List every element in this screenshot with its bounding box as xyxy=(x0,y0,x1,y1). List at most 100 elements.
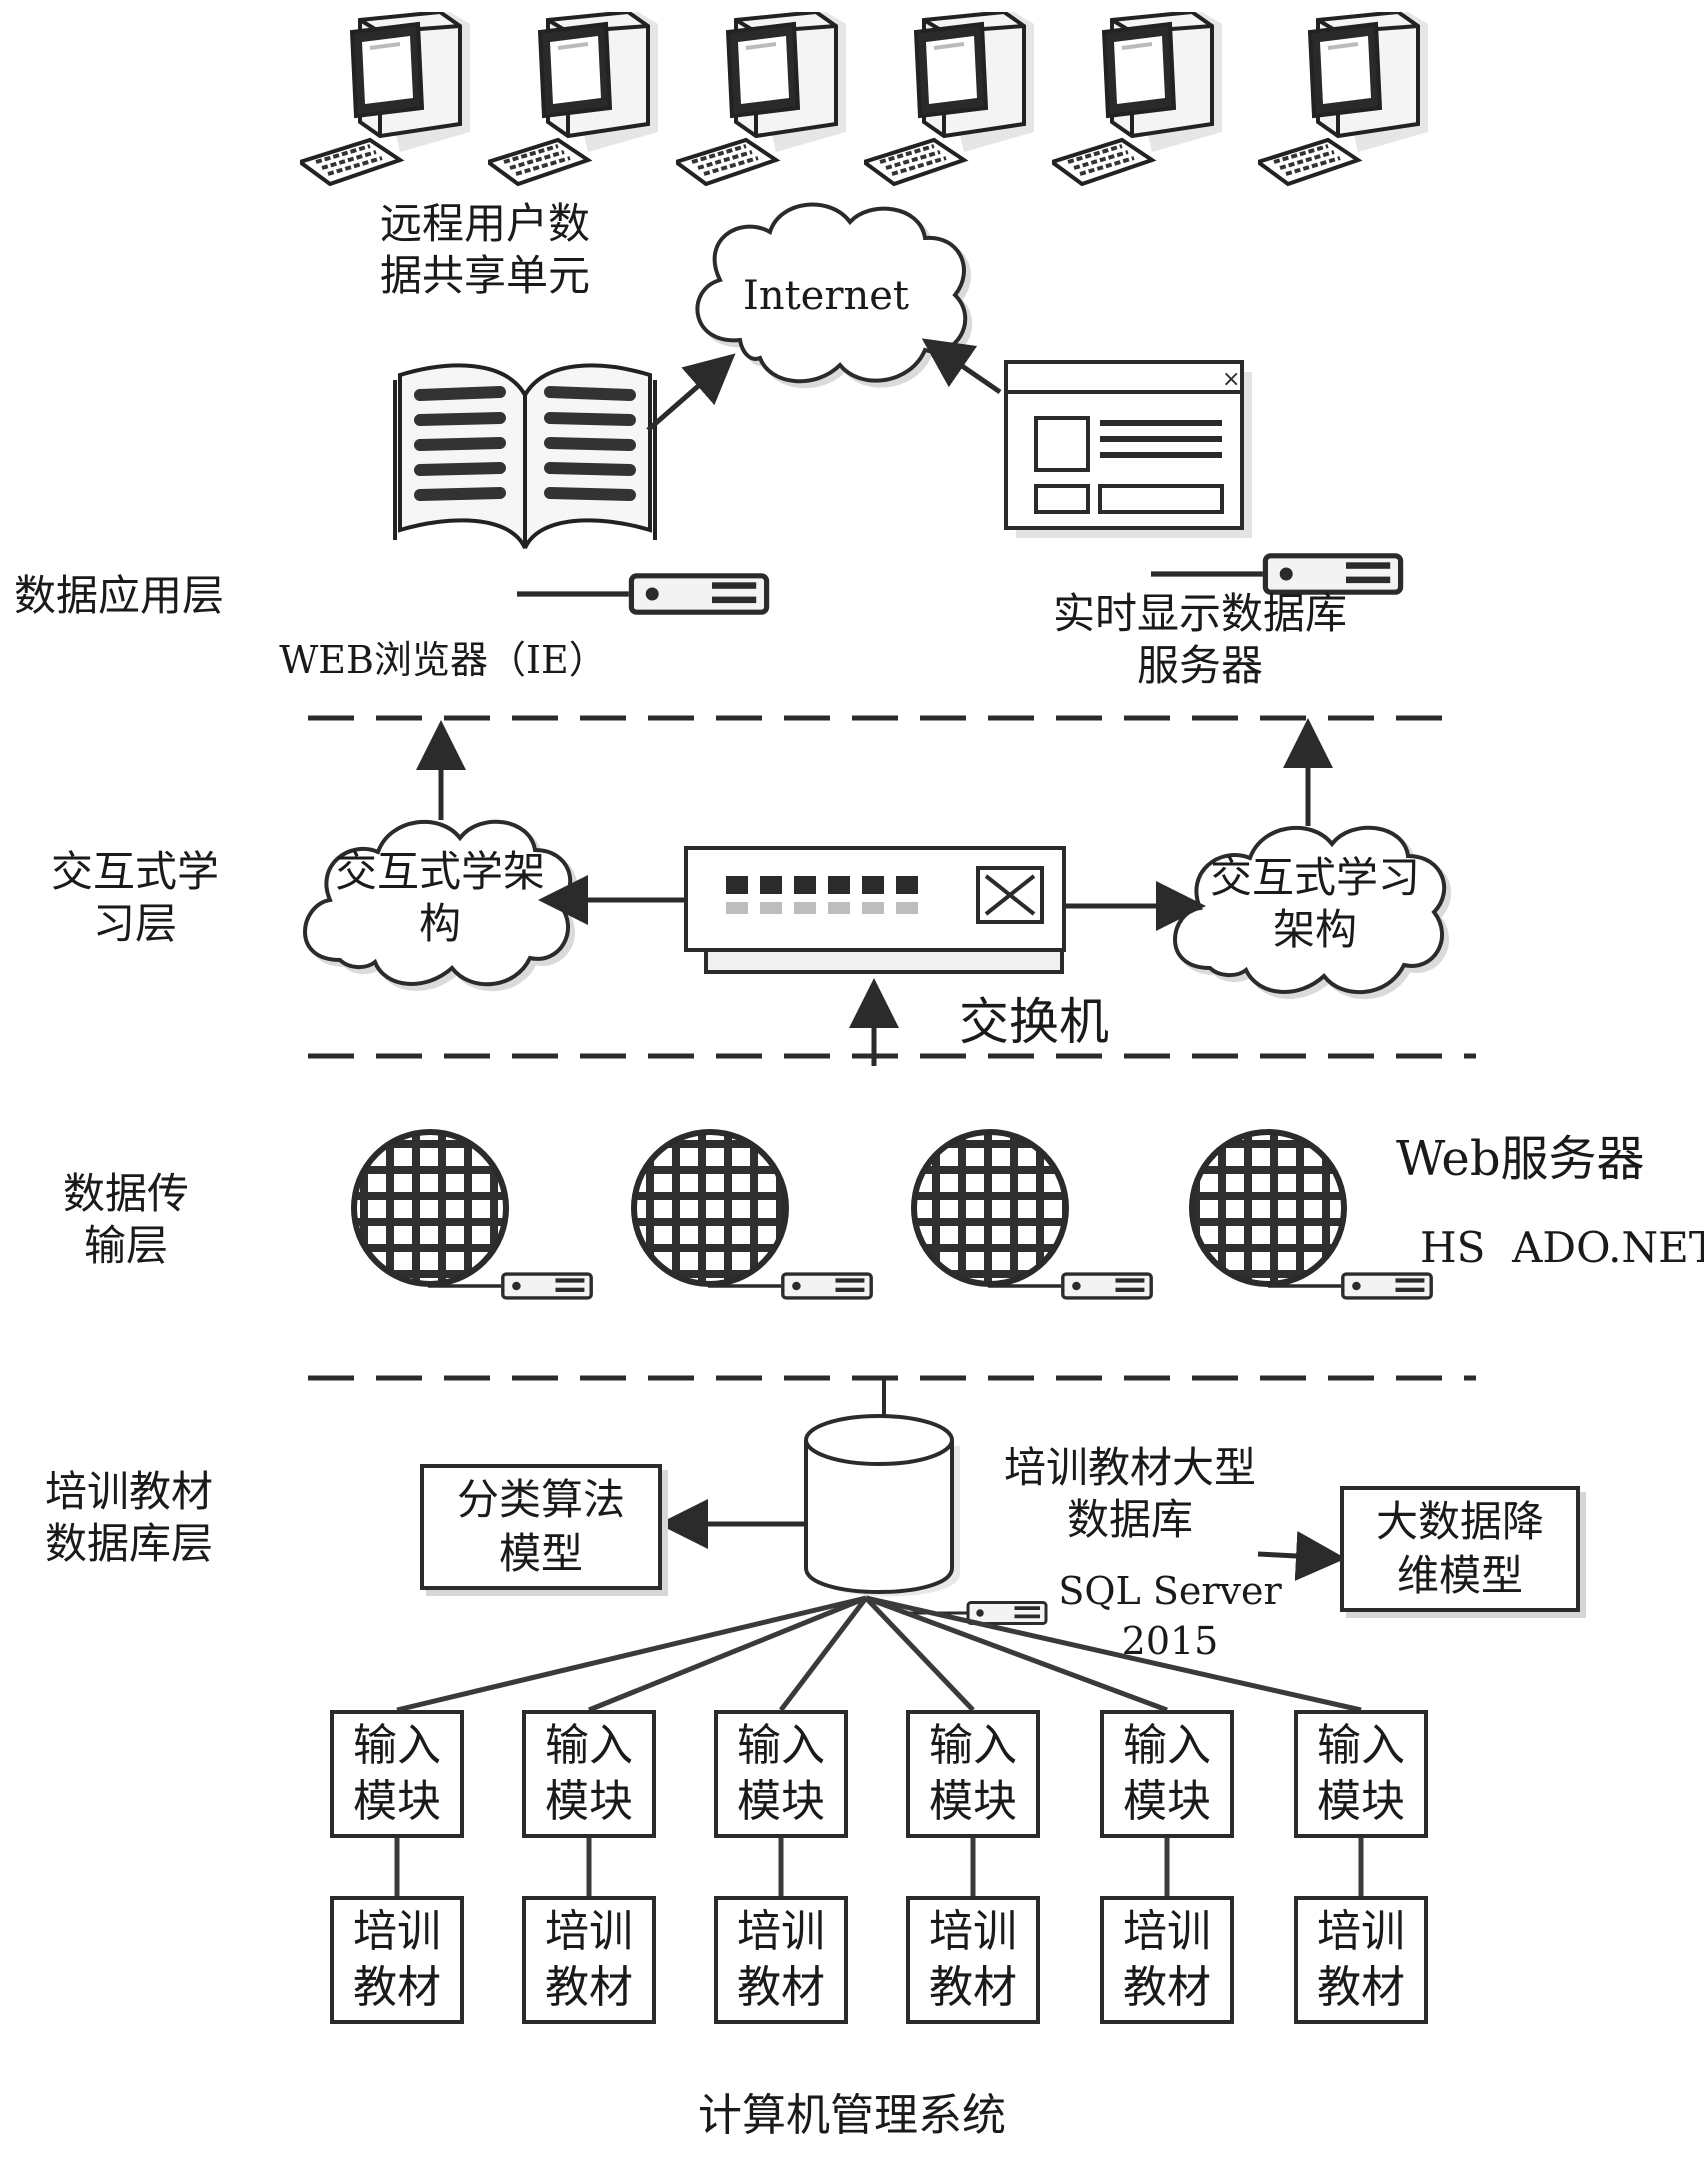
module-text-line: 输入 xyxy=(353,1720,441,1771)
module-text-line: 培训 xyxy=(929,1906,1017,1957)
arrow-server-to-internet xyxy=(921,338,1002,395)
module-text-line: 培训 xyxy=(353,1906,441,1957)
box-line: 大数据降 xyxy=(1375,1497,1544,1546)
fan-out-line xyxy=(865,1595,1362,1713)
input-module-box: 输入模块 xyxy=(522,1710,656,1838)
module-text-line: 模块 xyxy=(1317,1776,1405,1827)
server-window-icon: × xyxy=(1004,360,1252,538)
remote-users-label: 远程用户数 据共享单元 xyxy=(360,198,610,302)
layer-label-interactive: 交互式学 习层 xyxy=(40,846,230,950)
module-text-line: 输入 xyxy=(545,1720,633,1771)
training-material-box: 培训教材 xyxy=(1294,1896,1428,2024)
training-material-box: 培训教材 xyxy=(714,1896,848,2024)
computer-icon xyxy=(864,12,1036,186)
fan-out-line xyxy=(779,1596,868,1712)
input-module-box: 输入模块 xyxy=(906,1710,1040,1838)
database-cylinder-icon xyxy=(804,1414,960,1597)
module-text-line: 输入 xyxy=(929,1720,1017,1771)
ado-net-label: HS ADO.NET xyxy=(1420,1223,1704,1272)
module-text-line: 教材 xyxy=(353,1962,441,2013)
computer-icon xyxy=(676,12,848,186)
training-material-box: 培训教材 xyxy=(330,1896,464,2024)
layer-label-line: 数据库层 xyxy=(44,1519,213,1568)
module-text-line: 培训 xyxy=(545,1906,633,1957)
label-line: SQL Server xyxy=(1058,1569,1282,1613)
classify-model-box: 分类算法 模型 xyxy=(420,1464,662,1590)
computer-icon xyxy=(1052,12,1224,186)
module-text-line: 教材 xyxy=(1317,1962,1405,2013)
interactive-cloud-right-icon xyxy=(1173,825,1447,995)
reduce-model-box: 大数据降 维模型 xyxy=(1340,1486,1580,1612)
label-line: 培训教材大型 xyxy=(1003,1443,1256,1492)
network-adapter-icon xyxy=(1151,556,1401,592)
training-material-box: 培训教材 xyxy=(522,1896,656,2024)
module-text-line: 模块 xyxy=(929,1776,1017,1827)
box-line: 维模型 xyxy=(1396,1551,1523,1600)
label-line: 据共享单元 xyxy=(379,251,590,300)
rt-server-label: 实时显示数据库 服务器 xyxy=(1040,588,1360,692)
fan-out-line xyxy=(396,1595,867,1713)
computer-icon xyxy=(300,12,472,186)
footer-caption: 计算机管理系统 xyxy=(698,2090,1006,2141)
switch-icon xyxy=(684,846,1066,974)
globe-icon xyxy=(351,1129,509,1287)
fan-out-line xyxy=(588,1595,867,1713)
input-module-box: 输入模块 xyxy=(714,1710,848,1838)
label-line: 服务器 xyxy=(1136,641,1263,690)
layer-label-line: 习层 xyxy=(92,899,177,948)
layer-label-database: 培训教材 数据库层 xyxy=(34,1466,224,1570)
module-text-line: 模块 xyxy=(353,1776,441,1827)
computer-icon xyxy=(488,12,660,186)
web-server-label: Web服务器 xyxy=(1396,1131,1645,1187)
label-line: 交互式学习 xyxy=(1209,853,1420,902)
globe-icon xyxy=(1189,1129,1347,1287)
layer-label-line: 数据传 xyxy=(62,1169,189,1218)
label-line: 交互式学架 xyxy=(334,847,545,896)
layer-label-application: 数据应用层 xyxy=(14,571,225,620)
computer-icon xyxy=(1258,12,1430,186)
module-connectors xyxy=(394,1595,1364,1896)
module-text-line: 培训 xyxy=(1123,1906,1211,1957)
internet-label: Internet xyxy=(743,273,909,319)
box-line: 分类算法 xyxy=(456,1475,625,1524)
module-text-line: 模块 xyxy=(1123,1776,1211,1827)
svg-text:×: × xyxy=(1222,367,1240,392)
label-line: 数据库 xyxy=(1066,1495,1193,1544)
sql-server-label: SQL Server 2015 xyxy=(1050,1566,1290,1666)
module-text-line: 输入 xyxy=(1317,1720,1405,1771)
cloud-left-label: 交互式学架 构 xyxy=(330,846,550,950)
browser-label: WEB浏览器（IE） xyxy=(279,638,607,682)
network-adapter-icon xyxy=(517,576,767,612)
label-line: 构 xyxy=(418,899,461,948)
globe-icon xyxy=(911,1129,1069,1287)
module-text-line: 模块 xyxy=(737,1776,825,1827)
module-text-line: 教材 xyxy=(1123,1962,1211,2013)
big-db-label: 培训教材大型 数据库 xyxy=(990,1442,1270,1546)
module-text-line: 模块 xyxy=(545,1776,633,1827)
web-server-globes xyxy=(351,1129,1347,1287)
label-line: 实时显示数据库 xyxy=(1052,589,1347,638)
input-module-box: 输入模块 xyxy=(1294,1710,1428,1838)
fan-out-line xyxy=(865,1595,1168,1713)
globe-icon xyxy=(631,1129,789,1287)
input-module-box: 输入模块 xyxy=(1100,1710,1234,1838)
layer-label-line: 交互式学 xyxy=(50,847,219,896)
label-line: 远程用户数 xyxy=(379,199,590,248)
module-text-line: 培训 xyxy=(1317,1906,1405,1957)
training-material-box: 培训教材 xyxy=(906,1896,1040,2024)
input-module-box: 输入模块 xyxy=(330,1710,464,1838)
browser-book-icon xyxy=(393,363,657,549)
remote-user-computers xyxy=(300,12,1430,186)
cloud-right-label: 交互式学习 架构 xyxy=(1200,852,1430,956)
layer-label-line: 培训教材 xyxy=(44,1467,213,1516)
layer-label-transmission: 数据传 输层 xyxy=(46,1168,206,1272)
arrow-browser-to-internet xyxy=(646,353,736,432)
label-line: 2015 xyxy=(1121,1619,1219,1663)
module-text-line: 教材 xyxy=(545,1962,633,2013)
label-line: 架构 xyxy=(1272,905,1357,954)
arrow-to-reduce-model xyxy=(1257,1530,1346,1581)
fan-out-line xyxy=(864,1596,975,1712)
module-text-line: 教材 xyxy=(929,1962,1017,2013)
training-material-box: 培训教材 xyxy=(1100,1896,1234,2024)
